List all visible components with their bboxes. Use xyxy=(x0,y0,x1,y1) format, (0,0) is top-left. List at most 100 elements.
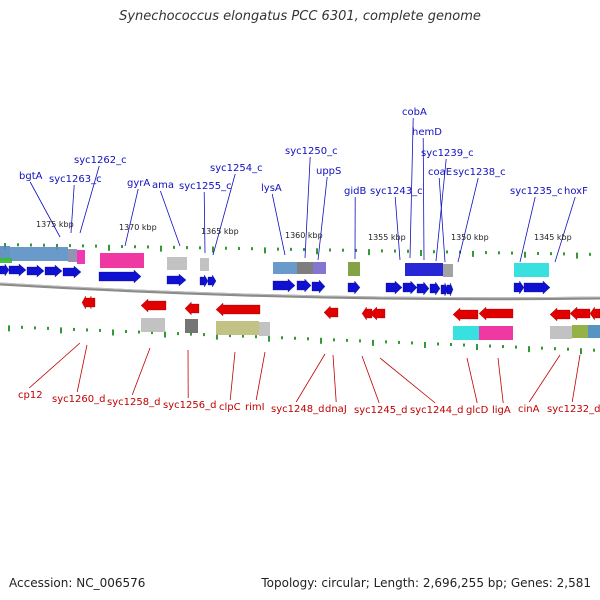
tick-mark xyxy=(307,337,309,341)
reverse-leader-line xyxy=(76,344,88,393)
tick-mark xyxy=(463,343,465,347)
reverse-gene-arrow xyxy=(549,307,571,322)
feature-box xyxy=(405,263,443,276)
reverse-leader-line xyxy=(528,354,561,403)
forward-gene-label: coaE xyxy=(428,167,452,178)
tick-mark xyxy=(550,252,552,256)
map-title: Synechococcus elongatus PCC 6301, comple… xyxy=(119,9,481,24)
forward-leader-line xyxy=(124,188,139,247)
forward-leader-line xyxy=(317,176,328,261)
forward-leader-line xyxy=(160,190,181,247)
forward-gene-arrow xyxy=(402,280,418,295)
tick-mark xyxy=(294,336,296,340)
reverse-leader-line xyxy=(379,357,436,404)
tick-mark xyxy=(69,244,71,248)
feature-box xyxy=(185,319,198,333)
genome-backbone xyxy=(0,282,600,301)
reverse-leader-line xyxy=(466,357,478,404)
tick-mark xyxy=(108,244,110,251)
forward-leader-line xyxy=(271,193,286,256)
scale-label: 1365 kbp xyxy=(201,227,239,236)
reverse-gene-label: syc1256_d xyxy=(163,400,216,411)
forward-gene-arrow xyxy=(0,263,10,277)
tick-mark xyxy=(489,344,491,348)
scale-label: 1360 kbp xyxy=(285,231,323,240)
forward-gene-label: uppS xyxy=(316,166,341,177)
reverse-gene-arrow xyxy=(589,306,600,321)
forward-gene-label: syc1254_c xyxy=(210,163,263,174)
tick-mark xyxy=(238,246,240,250)
gene-arrows xyxy=(0,263,600,322)
feature-box xyxy=(453,326,479,340)
feature-box xyxy=(100,253,144,268)
tick-mark xyxy=(164,331,166,338)
forward-gene-label: syc1263_c xyxy=(49,174,102,185)
forward-gene-arrow xyxy=(98,269,142,284)
tick-mark xyxy=(472,250,474,257)
tick-mark xyxy=(407,249,409,253)
reverse-gene-arrow xyxy=(569,306,591,321)
reverse-leader-line xyxy=(332,354,337,403)
forward-gene-label: hoxF xyxy=(564,186,588,197)
scale-label: 1375 kbp xyxy=(36,220,74,229)
reverse-gene-label: cinA xyxy=(518,404,540,415)
tick-mark xyxy=(17,243,19,247)
tick-mark xyxy=(498,251,500,255)
accession-label: Accession: NC_006576 xyxy=(9,576,146,590)
tick-mark xyxy=(411,341,413,345)
tick-mark xyxy=(303,248,305,252)
reverse-leader-line xyxy=(295,353,326,403)
feature-box xyxy=(259,322,270,336)
forward-gene-label: syc1243_c xyxy=(370,186,423,197)
forward-leader-line xyxy=(438,177,446,263)
feature-box xyxy=(77,250,85,264)
reverse-gene-arrow xyxy=(81,295,91,310)
feature-box xyxy=(550,326,572,339)
reverse-gene-arrow xyxy=(215,302,261,317)
forward-gene-arrow xyxy=(272,278,296,293)
feature-box xyxy=(297,262,313,274)
feature-box xyxy=(0,246,10,260)
forward-gene-label: hemD xyxy=(412,127,442,138)
reverse-gene-label: dnaJ xyxy=(325,404,347,415)
tick-mark xyxy=(524,251,526,258)
tick-mark xyxy=(567,347,569,351)
scale-label: 1370 kbp xyxy=(119,223,157,232)
reverse-gene-label: ligA xyxy=(492,405,511,416)
tick-mark xyxy=(368,249,370,256)
tick-mark xyxy=(576,252,578,259)
tick-mark xyxy=(424,341,426,348)
reverse-gene-label: syc1244_d xyxy=(410,405,463,416)
reverse-gene-arrow xyxy=(184,301,200,316)
tick-mark xyxy=(255,335,257,339)
tick-mark xyxy=(30,243,32,247)
forward-gene-arrow xyxy=(311,279,326,294)
tick-mark xyxy=(385,340,387,344)
tick-mark xyxy=(511,251,513,255)
forward-leader-line xyxy=(212,173,236,256)
forward-gene-arrow xyxy=(429,281,441,296)
forward-gene-label: gyrA xyxy=(127,178,150,189)
forward-leader-line xyxy=(519,196,536,263)
tick-mark xyxy=(554,347,556,351)
reverse-gene-label: cp12 xyxy=(18,390,43,401)
feature-box xyxy=(68,249,77,262)
tick-mark xyxy=(56,243,58,250)
tick-mark xyxy=(515,345,517,349)
tick-mark xyxy=(134,245,136,249)
forward-gene-arrow xyxy=(8,263,27,277)
forward-gene-arrow xyxy=(199,274,209,288)
feature-box xyxy=(348,262,360,276)
tick-marks-top xyxy=(4,243,591,259)
reverse-gene-label: syc1258_d xyxy=(107,397,160,408)
reverse-gene-label: syc1260_d xyxy=(52,394,105,405)
tick-mark xyxy=(147,245,149,249)
forward-gene-arrow xyxy=(44,264,63,278)
reverse-gene-label: syc1248_d xyxy=(271,404,324,415)
tick-mark xyxy=(173,245,175,249)
reverse-leader-line xyxy=(131,347,151,396)
forward-gene-arrow xyxy=(523,280,551,295)
feature-box xyxy=(0,258,12,263)
forward-gene-arrow xyxy=(347,280,361,295)
